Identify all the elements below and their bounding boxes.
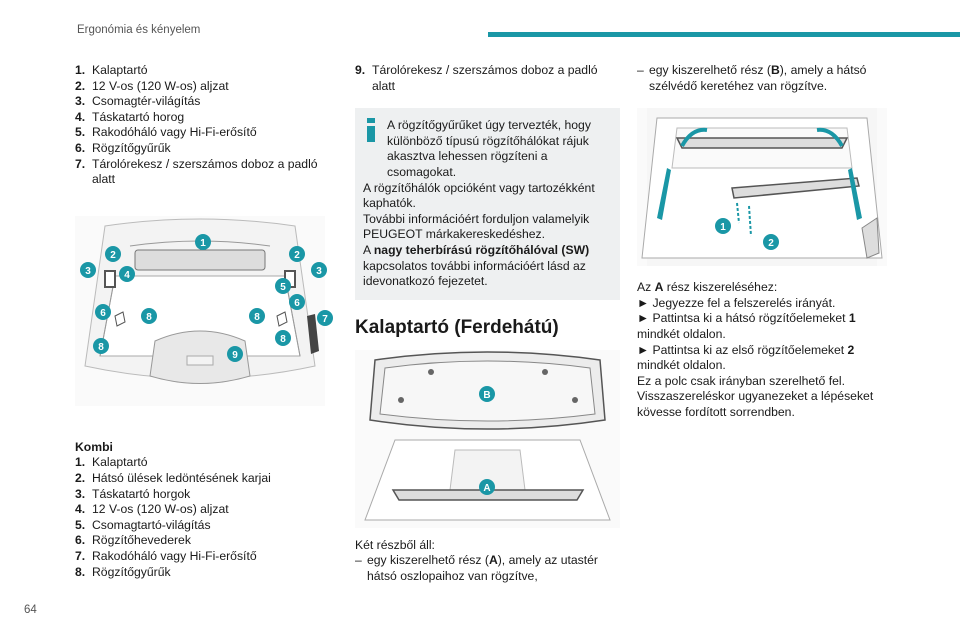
part-a-description: – egy kiszerelhető rész (A), amely az ut… [355,553,598,583]
shelf-removal-illustration: 1 2 [637,108,887,267]
callout-8: 8 [146,312,152,323]
list-item: 1.Kalaptartó [75,455,148,470]
info-text-2: A rögzítőhálók opcióként vagy tartozékké… [363,180,595,211]
info-box: A rögzítőgyűrűket úgy tervezték, hogy kü… [355,108,620,300]
callout-1: 1 [720,222,726,233]
list-item: 2.12 V-os (120 W-os) aljzat [75,78,229,93]
section-title: Kalaptartó (Ferdehátú) [355,316,559,338]
callout-1: 1 [200,238,206,249]
list-item: 6.Rögzítőhevederek [75,533,191,548]
callout-a: A [483,483,490,494]
callout-3: 3 [85,266,91,277]
page-number: 64 [24,604,37,616]
column-1: 1.Kalaptartó 2.12 V-os (120 W-os) aljzat… [75,63,333,580]
callout-6: 6 [100,308,106,319]
list-item: 7.Tárolórekesz / szerszámos doboz a padl… [75,156,318,187]
info-text-3: További információért forduljon valamely… [363,211,590,242]
column-3: – egy kiszerelhető rész (B), amely a hát… [637,63,887,421]
part-b-description: – egy kiszerelhető rész (B), amely a hát… [637,63,867,93]
list-item: 5.Rakodóháló vagy Hi-Fi-erősítő [75,125,257,140]
list-item: 4.Táskatartó horog [75,109,185,124]
list-item: 8.Rögzítőgyűrűk [75,564,171,579]
info-text-1: A rögzítőgyűrűket úgy tervezték, hogy kü… [387,118,591,179]
callout-6: 6 [294,298,300,309]
callout-9: 9 [232,350,238,361]
callout-8: 8 [280,334,286,345]
removal-note: Ez a polc csak irányban szerelhető fel. [637,373,845,388]
list-item: 2.Hátsó ülések ledöntésének karjai [75,470,271,485]
list-item: 4.12 V-os (120 W-os) aljzat [75,502,229,517]
reinstall-note: Visszaszereléskor ugyanezeket a lépéseke… [637,389,874,419]
removal-step-2: ► Pattintsa ki a hátsó rögzítőelemeket 1… [637,311,856,341]
hatchback-component-list: 1.Kalaptartó 2.12 V-os (120 W-os) aljzat… [75,63,333,188]
parcel-shelf-illustration: B A [355,349,620,528]
list-item: 3.Táskatartó horgok [75,486,191,501]
luggage-compartment-illustration: 1 2 2 3 3 4 5 6 6 7 8 8 8 8 9 [75,215,333,406]
callout-5: 5 [280,282,286,293]
kombi-heading: Kombi [75,439,113,454]
callout-8: 8 [98,342,104,353]
list-item: 9.Tárolórekesz / szerszámos doboz a padl… [355,63,598,93]
kombi-component-list: 1.Kalaptartó 2.Hátsó ülések ledöntésének… [75,455,333,580]
callout-b: B [483,390,490,401]
removal-step-3: ► Pattintsa ki az első rögzítőelemeket 2… [637,342,855,373]
header-accent-bar [488,32,960,37]
callout-8: 8 [254,312,260,323]
callout-2: 2 [110,250,116,261]
callout-7: 7 [322,314,328,325]
info-text-4: A nagy teherbírású rögzítőhálóval (SW) k… [363,242,590,289]
removal-intro: Az A rész kiszereléséhez: [637,280,778,295]
kombi-component-list-continued: 9.Tárolórekesz / szerszámos doboz a padl… [355,63,620,94]
callout-2: 2 [768,238,774,249]
list-item: 7.Rakodóháló vagy Hi-Fi-erősítő [75,548,257,563]
callout-3: 3 [316,266,322,277]
two-parts-intro: Két részből áll: [355,537,435,552]
column-2: 9.Tárolórekesz / szerszámos doboz a padl… [355,63,620,585]
list-item: 1.Kalaptartó [75,63,148,77]
info-icon [367,118,375,143]
callout-markers: 1 2 2 3 3 4 5 6 6 7 8 8 8 8 9 [80,233,333,362]
list-item: 6.Rögzítőgyűrűk [75,140,171,155]
list-item: 5.Csomagtartó-világítás [75,517,211,532]
list-item: 3.Csomagtér-világítás [75,94,201,109]
callout-4: 4 [124,270,130,281]
page-header-title: Ergonómia és kényelem [77,24,201,36]
callout-2: 2 [294,250,300,261]
removal-step-1: ► Jegyezze fel a felszerelés irányát. [637,295,836,310]
